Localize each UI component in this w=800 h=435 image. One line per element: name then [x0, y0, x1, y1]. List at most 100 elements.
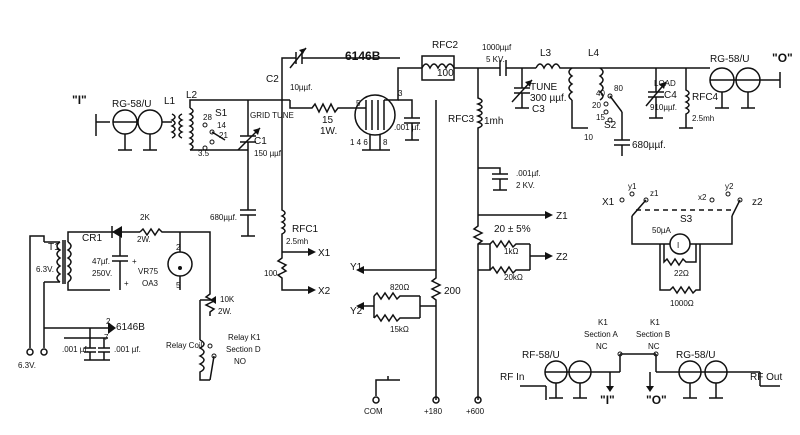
RFC1-value: 2.5mh — [286, 237, 308, 246]
output-coax-connector — [709, 67, 781, 109]
meter-50uA — [659, 233, 701, 295]
k1a-label-2: Section A — [584, 330, 618, 339]
Z2-label: Z2 — [556, 252, 568, 263]
Y2-label: Y2 — [350, 306, 363, 317]
CR1-rectifier — [110, 226, 140, 238]
Z1-switch-label: z1 — [650, 189, 659, 198]
plate-coupling-capacitor — [499, 60, 536, 76]
v63-top-label: 6.3V. — [36, 265, 54, 274]
relay-k1-sections-ab — [606, 351, 760, 392]
R15-watt: 1W. — [320, 126, 337, 137]
C47-label: 47µf. — [92, 257, 110, 266]
pin-3: 3 — [398, 89, 403, 98]
tap-10: 10 — [584, 133, 593, 142]
RFC3-plate-choke — [475, 68, 483, 220]
relay-coil — [198, 339, 210, 381]
R15-resistor — [289, 100, 350, 114]
k1b-label-2: Section B — [636, 330, 670, 339]
tune-label: TUNE — [530, 82, 558, 93]
tap-20: 20 — [592, 101, 601, 110]
C1-label: C1 — [254, 136, 267, 147]
C47-voltage: 250V. — [92, 269, 112, 278]
C001-2kv-voltage: 2 KV. — [516, 181, 535, 190]
meter-range-label: 50µA — [652, 226, 672, 235]
relay-k1-section-d — [207, 343, 217, 381]
Z2-switch-label: z2 — [752, 197, 763, 208]
COM-label: COM — [364, 407, 383, 416]
C680-grid-label: 680µµf. — [210, 213, 237, 222]
C4-load-capacitor — [600, 67, 710, 119]
tap-28: 28 — [203, 113, 212, 122]
T1-label: T1 — [48, 242, 60, 253]
RFC4-label: RFC4 — [692, 92, 719, 103]
R20-shunt-resistor — [472, 220, 484, 400]
R15-value: 15 — [322, 115, 334, 126]
S2-label: S2 — [604, 120, 617, 131]
input-coax-connector — [95, 109, 172, 151]
C001-2kv-label: .001µf. — [516, 169, 541, 178]
heater-terminal-a — [26, 348, 34, 356]
k1a-label-3: NC — [596, 342, 608, 351]
heater-6146B-label: 6146B — [116, 322, 145, 333]
R10K-potentiometer — [199, 290, 216, 340]
CR1-label: CR1 — [82, 233, 102, 244]
cap-001b-label: .001 µf. — [114, 345, 141, 354]
rf-in-coax-label: RF-58/U — [522, 350, 560, 361]
L1-coil — [170, 113, 184, 139]
Y2-switch-label: y2 — [725, 182, 734, 191]
Y1-switch-label: y1 — [628, 182, 637, 191]
C47-plus: + — [132, 257, 137, 266]
Z1-label: Z1 — [556, 211, 568, 222]
pin-8: 8 — [383, 138, 388, 147]
S3-meter-switch — [619, 191, 743, 245]
C3-tune-capacitor — [511, 68, 533, 109]
rg58-input-label: RG-58/U — [112, 99, 151, 110]
heater-wiring — [29, 235, 116, 361]
rf-in-connector — [520, 360, 620, 400]
C1000-voltage: 5 KV. — [486, 55, 505, 64]
RFC2-parasitic-choke — [400, 55, 500, 81]
C2-value: 10µµf. — [290, 83, 313, 92]
C4-value: 910µµf. — [650, 103, 677, 112]
R20-label: 20 ± 5% — [494, 224, 531, 235]
com-ground — [372, 376, 400, 404]
rg58-output-label: RG-58/U — [710, 54, 749, 65]
S2-band-switch — [603, 93, 623, 136]
tube-6146B-label: 6146B — [345, 49, 381, 63]
relay-k1d-label-1: Relay K1 — [228, 333, 261, 342]
X1-switch-label: X1 — [602, 197, 615, 208]
relay-k1d-label-3: NO — [234, 357, 246, 366]
grid-tune-label: GRID TUNE — [250, 111, 294, 120]
Z2-divider-network — [478, 239, 545, 275]
R2K-label: 2K — [140, 213, 150, 222]
RFC4-safety-choke — [679, 68, 693, 129]
Y1-label: Y1 — [350, 262, 363, 273]
heater-pin2: 2 — [106, 317, 111, 326]
R100-bias-resistor — [276, 252, 308, 291]
R2K-resistor — [139, 227, 211, 290]
screen-supply-wire — [430, 100, 442, 400]
C680-output-capacitor — [614, 136, 630, 156]
tube-6146B — [350, 67, 400, 151]
VR-pin2: 2 — [176, 243, 181, 252]
RFC1-label: RFC1 — [292, 224, 319, 235]
RFC3-label: RFC3 — [448, 114, 475, 125]
R22-label: 22Ω — [674, 269, 689, 278]
RFC1-grid-choke — [280, 100, 286, 252]
screen-bypass-capacitor — [398, 99, 420, 141]
VR75-regulator-tube — [167, 232, 193, 290]
cap-001-grid-label: .001 µf. — [394, 123, 421, 132]
C4-label: C4 — [664, 90, 677, 101]
pin-5: 5 — [356, 99, 361, 108]
R100-rfc2-value: 100 — [437, 68, 454, 79]
L3-coil — [535, 63, 572, 70]
C680-grid-capacitor — [240, 150, 256, 237]
tap-3-5: 3.5 — [198, 149, 210, 158]
X2-switch-label: x2 — [698, 193, 707, 202]
C680-output-label: 680µµf. — [632, 140, 666, 151]
relay-O-label: "O" — [646, 393, 667, 407]
R2K-watt: 2W. — [137, 235, 151, 244]
relay-k1d-label-2: Section D — [226, 345, 261, 354]
k1b-label-1: K1 — [650, 318, 660, 327]
tap-14: 14 — [217, 121, 226, 130]
